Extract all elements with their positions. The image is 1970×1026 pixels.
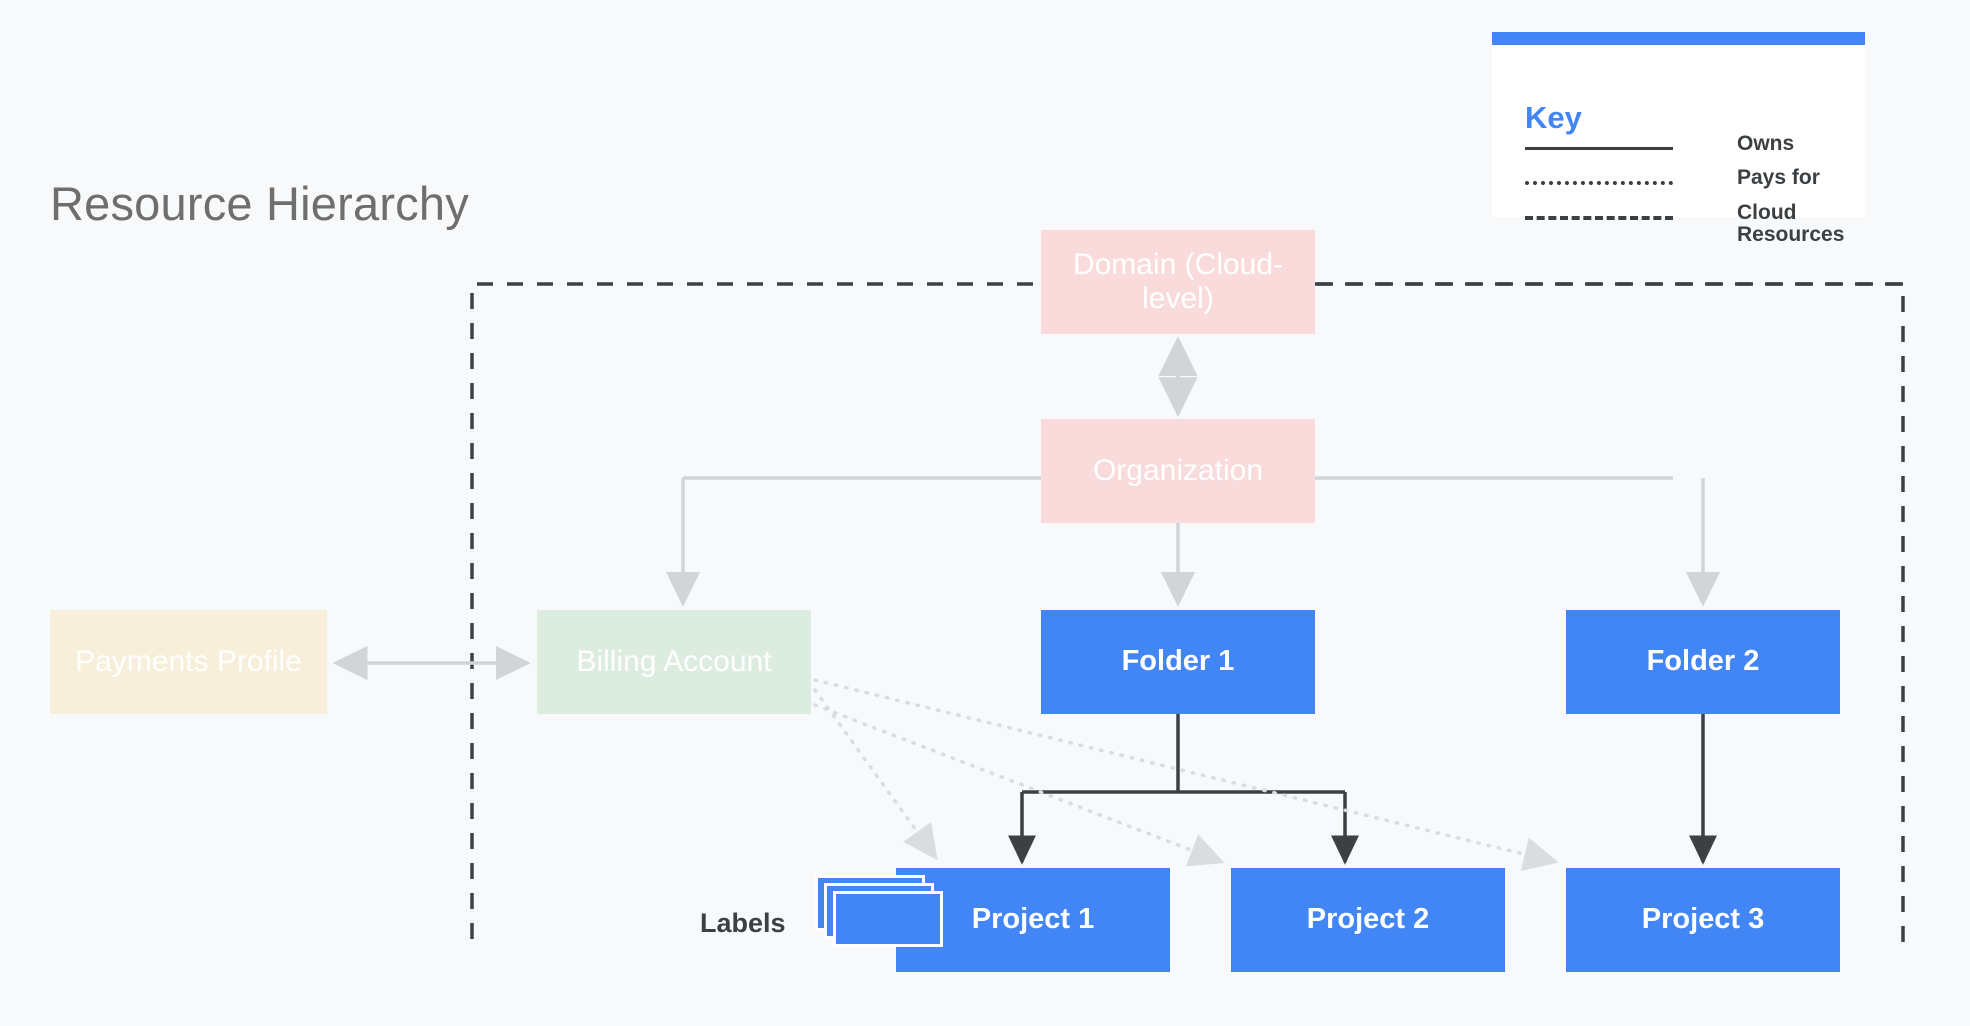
node-payments-profile[interactable]: Payments Profile bbox=[50, 610, 327, 714]
stacked-cards-icon bbox=[815, 875, 943, 947]
node-organization[interactable]: Organization bbox=[1041, 419, 1315, 523]
node-billing-account[interactable]: Billing Account bbox=[537, 610, 811, 714]
key-row-pays-for: Pays for bbox=[1525, 166, 1855, 199]
key-panel-accent-bar bbox=[1492, 32, 1865, 45]
edge-billing-account-project-2 bbox=[813, 703, 1225, 867]
pays-for-line-sample bbox=[1525, 181, 1673, 185]
node-project-3[interactable]: Project 3 bbox=[1566, 868, 1840, 972]
stacked-card-front bbox=[833, 891, 943, 947]
owns-line-sample bbox=[1525, 147, 1673, 150]
page-title: Resource Hierarchy bbox=[50, 177, 469, 230]
labels-caption: Labels bbox=[700, 908, 786, 938]
edge-billing-account-project-1 bbox=[813, 688, 938, 861]
key-title: Key bbox=[1525, 100, 1582, 135]
key-row-owns: Owns bbox=[1525, 132, 1855, 165]
key-row-cloud-resources: Cloud Resources bbox=[1525, 201, 1855, 246]
node-project-2[interactable]: Project 2 bbox=[1231, 868, 1505, 972]
cloud-resources-line-sample bbox=[1525, 216, 1673, 220]
node-domain[interactable]: Domain (Cloud-level) bbox=[1041, 230, 1315, 334]
key-label-owns: Owns bbox=[1737, 132, 1795, 155]
folder-1-bus bbox=[1022, 714, 1345, 794]
key-panel: Key Owns Pays for Cloud Resources bbox=[1492, 32, 1865, 246]
node-folder-1[interactable]: Folder 1 bbox=[1041, 610, 1315, 714]
node-folder-2[interactable]: Folder 2 bbox=[1566, 610, 1840, 714]
key-label-pays-for: Pays for bbox=[1737, 166, 1820, 189]
key-label-cloud-resources: Cloud Resources bbox=[1737, 201, 1845, 247]
